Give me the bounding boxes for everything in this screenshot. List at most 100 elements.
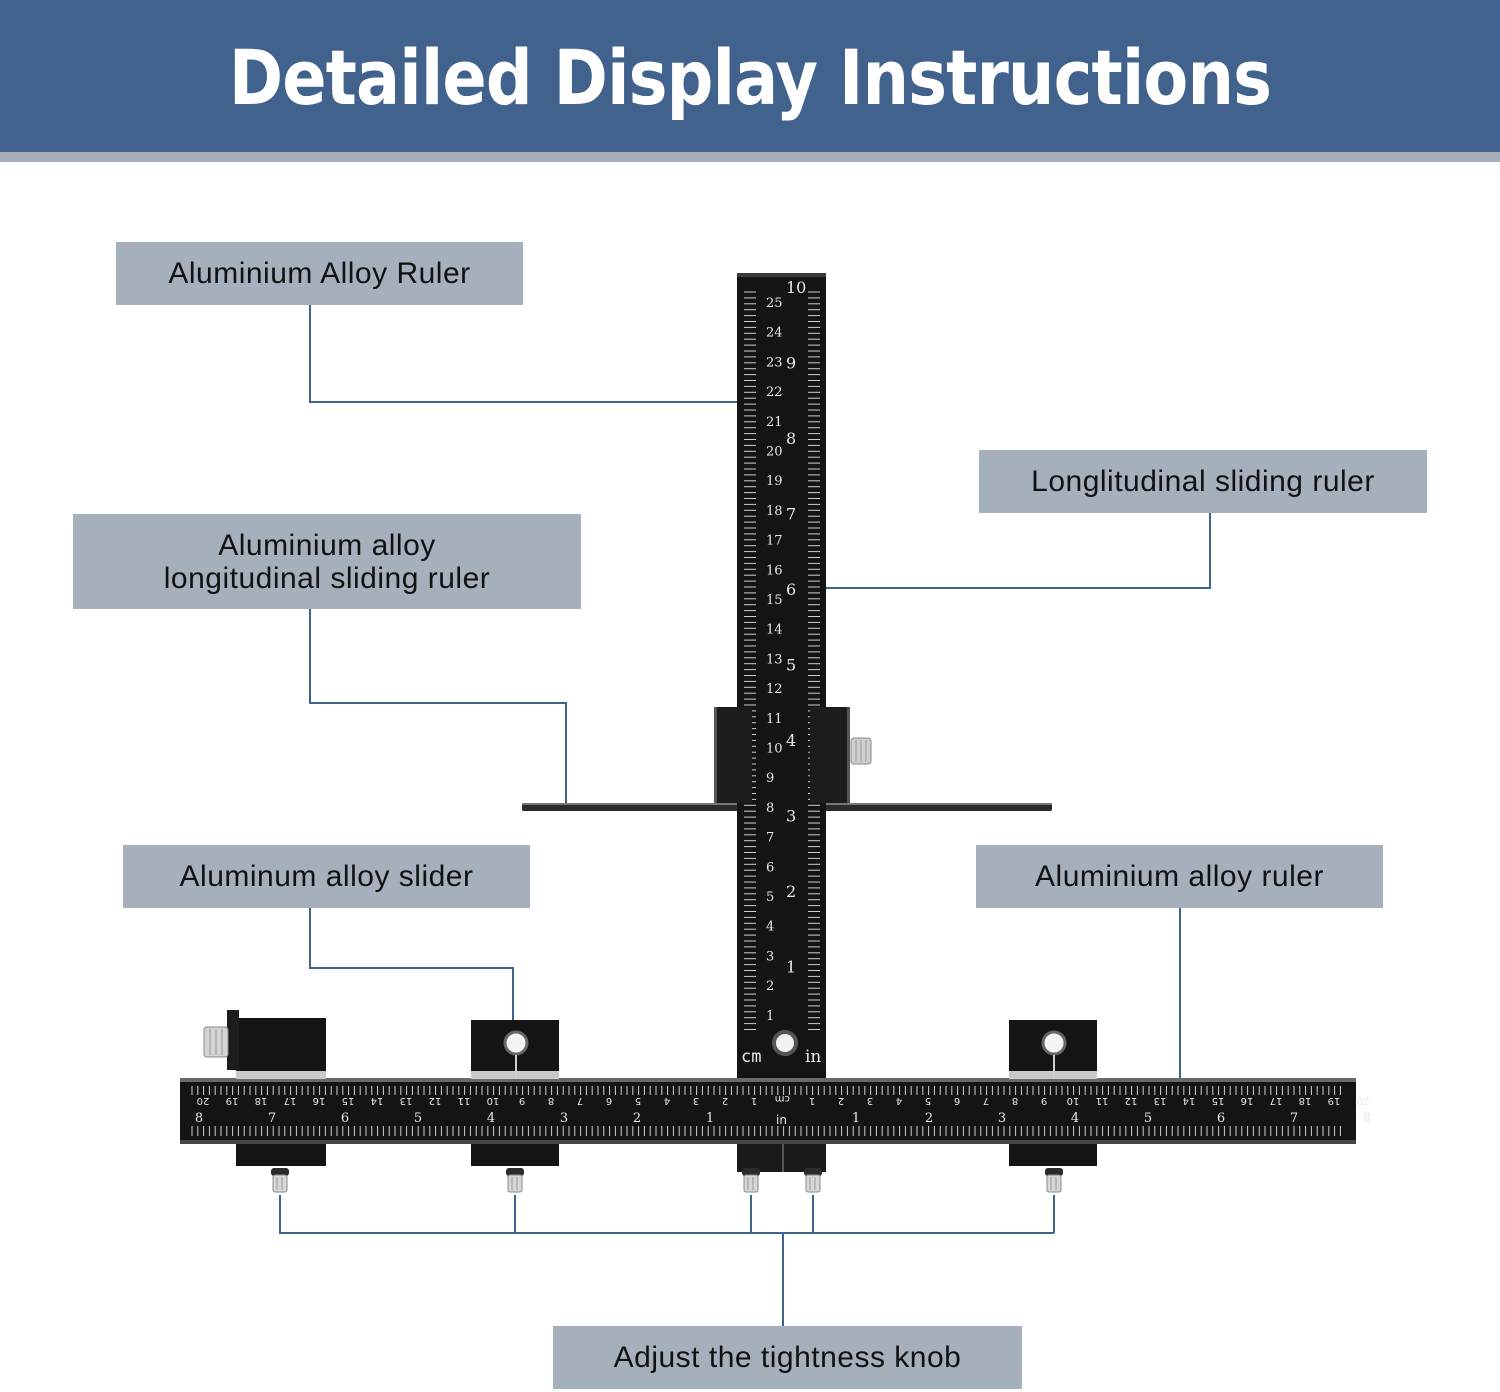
vertical-ruler-cm-label: 10 [766, 742, 783, 757]
leader-line-tightness-knob [279, 1195, 1054, 1234]
vertical-ruler-inch-label: 2 [786, 882, 796, 901]
horizontal-ruler-inch-label: 3 [560, 1111, 568, 1126]
horizontal-ruler-cm-label: 17 [1270, 1095, 1283, 1106]
horizontal-ruler-cm-label: 6 [954, 1095, 960, 1106]
tightness-knob [271, 1168, 289, 1193]
center-bracket [737, 1144, 826, 1172]
horizontal-ruler-cm-label: 1 [751, 1095, 757, 1106]
slider-right-middle [1009, 1020, 1097, 1166]
horizontal-ruler-cm-label: 11 [458, 1095, 471, 1106]
label-aluminum-alloy-slider: Aluminum alloy slider [123, 845, 530, 908]
vertical-ruler-cm-label: 14 [766, 623, 783, 638]
vertical-ruler-cm-label: 25 [766, 296, 783, 311]
horizontal-ruler-inch-label: 8 [195, 1111, 203, 1126]
horizontal-ruler-inch-label: 5 [414, 1111, 422, 1126]
horizontal-ruler-cm-label: 3 [693, 1095, 699, 1106]
vertical-ruler-cm-label: 1 [766, 1009, 774, 1024]
tightness-knob [506, 1168, 524, 1193]
slider-left-middle [471, 1020, 559, 1166]
horizontal-ruler-cm-label: 14 [371, 1095, 384, 1106]
vertical-ruler-cm-label: 4 [766, 920, 774, 935]
vertical-ruler-inch-label: 4 [786, 731, 796, 750]
horizontal-ruler-cm-label: 8 [548, 1095, 554, 1106]
leader-line-longitudinal-sliding-ruler [808, 513, 1211, 589]
horizontal-ruler-cm-label: 12 [1125, 1095, 1138, 1106]
horizontal-ruler-cm-label: 9 [1041, 1095, 1047, 1106]
vertical-ruler-inch-label: 3 [786, 807, 796, 826]
horizontal-ruler-inch-label: 4 [487, 1111, 495, 1126]
tightness-knob [742, 1168, 760, 1193]
vertical-ruler-cm-label: 11 [766, 712, 783, 727]
vertical-ruler-inch-label: 8 [786, 429, 796, 448]
vertical-ruler-inch-label: 9 [786, 354, 796, 373]
horizontal-ruler-inch-label: 7 [1290, 1111, 1298, 1126]
vertical-ruler-cm-scale: 2524232221201918171615141312111098765432… [766, 296, 783, 1024]
vertical-ruler-cm-label: 21 [766, 415, 783, 430]
horizontal-ruler-cm-label: 9 [519, 1095, 525, 1106]
horizontal-ruler-cm-label: 12 [429, 1095, 442, 1106]
horizontal-ruler-cm-label: 4 [896, 1095, 902, 1106]
vertical-ruler-cm-label: 13 [766, 652, 783, 667]
vertical-ruler-cm-label: 19 [766, 474, 783, 489]
vertical-ruler-inch-label: 1 [786, 958, 796, 977]
horizontal-ruler-cm-label: 7 [983, 1095, 989, 1106]
header-underline [0, 152, 1500, 162]
horizontal-ruler-cm-label: 1 [809, 1095, 815, 1106]
vertical-ruler-cm-label: 18 [766, 504, 783, 519]
horizontal-ruler-cm-label: 19 [1328, 1095, 1341, 1106]
label-aluminium-alloy-ruler: Aluminium Alloy Ruler [116, 242, 523, 305]
horizontal-ruler-cm-label: 17 [284, 1095, 297, 1106]
vertical-ruler-in-unit: in [805, 1047, 821, 1067]
horizontal-ruler-ticks [191, 1086, 1341, 1136]
horizontal-ruler-inch-label: 8 [1363, 1111, 1371, 1126]
horizontal-ruler-cm-label: 20 [197, 1095, 210, 1106]
label-aluminium-alloy-longitudinal-sliding-ruler: Aluminium alloy longitudinal sliding rul… [73, 514, 581, 609]
horizontal-ruler-cm-label: 4 [664, 1095, 670, 1106]
horizontal-ruler-cm-label: 8 [1012, 1095, 1018, 1106]
label-longitudinal-sliding-ruler: Longlitudinal sliding ruler [979, 450, 1427, 513]
vertical-ruler-cm-label: 3 [766, 949, 774, 964]
horizontal-ruler-inch-label: 6 [341, 1111, 349, 1126]
horizontal-ruler-cm-label: 10 [1067, 1095, 1080, 1106]
vertical-ruler-cm-unit: cm [741, 1047, 761, 1067]
horizontal-ruler-cm-label: 13 [1154, 1095, 1167, 1106]
vertical-ruler-cm-label: 2 [766, 979, 774, 994]
horizontal-ruler-cm-label: 16 [1241, 1095, 1254, 1106]
horizontal-ruler-inch-label: 2 [633, 1111, 641, 1126]
horizontal-ruler-inch-label: 2 [925, 1111, 933, 1126]
leader-line-longitudinal-sliding-ruler-aluminium [309, 609, 567, 805]
tightness-knobs [271, 1168, 1063, 1193]
horizontal-ruler-inch-label: 1 [852, 1111, 860, 1126]
vertical-ruler-cm-label: 15 [766, 593, 783, 608]
vertical-ruler-inch-label: 5 [786, 656, 796, 675]
header-banner [0, 0, 1500, 152]
horizontal-ruler-cm-label: 13 [400, 1095, 413, 1106]
horizontal-ruler-cm-label: 10 [487, 1095, 500, 1106]
horizontal-ruler-cm-label: 2 [838, 1095, 844, 1106]
vertical-ruler-cm-label: 9 [766, 771, 774, 786]
vertical-ruler-cm-label: 6 [766, 860, 774, 875]
vertical-ruler-cm-label: 23 [766, 355, 783, 370]
vertical-ruler-cm-label: 5 [766, 890, 774, 905]
tightness-knob [1045, 1168, 1063, 1193]
horizontal-ruler-inch-label: 5 [1144, 1111, 1152, 1126]
vertical-ruler: 2524232221201918171615141312111098765432… [737, 273, 826, 1083]
horizontal-ruler-in-unit: in [776, 1113, 787, 1127]
vertical-ruler-cm-label: 8 [766, 801, 774, 816]
vertical-ruler-cm-label: 7 [766, 831, 774, 846]
horizontal-ruler-cm-label: 19 [226, 1095, 239, 1106]
horizontal-ruler-inch-label: 4 [1071, 1111, 1079, 1126]
vertical-ruler-cm-label: 20 [766, 445, 783, 460]
horizontal-ruler-cm-label: 2 [722, 1095, 728, 1106]
vertical-ruler-cm-label: 17 [766, 534, 783, 549]
leader-lines [279, 305, 1211, 1326]
horizontal-ruler-cm-label: 18 [255, 1095, 268, 1106]
leader-line-aluminium-alloy-ruler [309, 305, 760, 403]
vertical-ruler-cm-label: 16 [766, 563, 783, 578]
vertical-ruler-inch-label: 10 [786, 278, 806, 297]
